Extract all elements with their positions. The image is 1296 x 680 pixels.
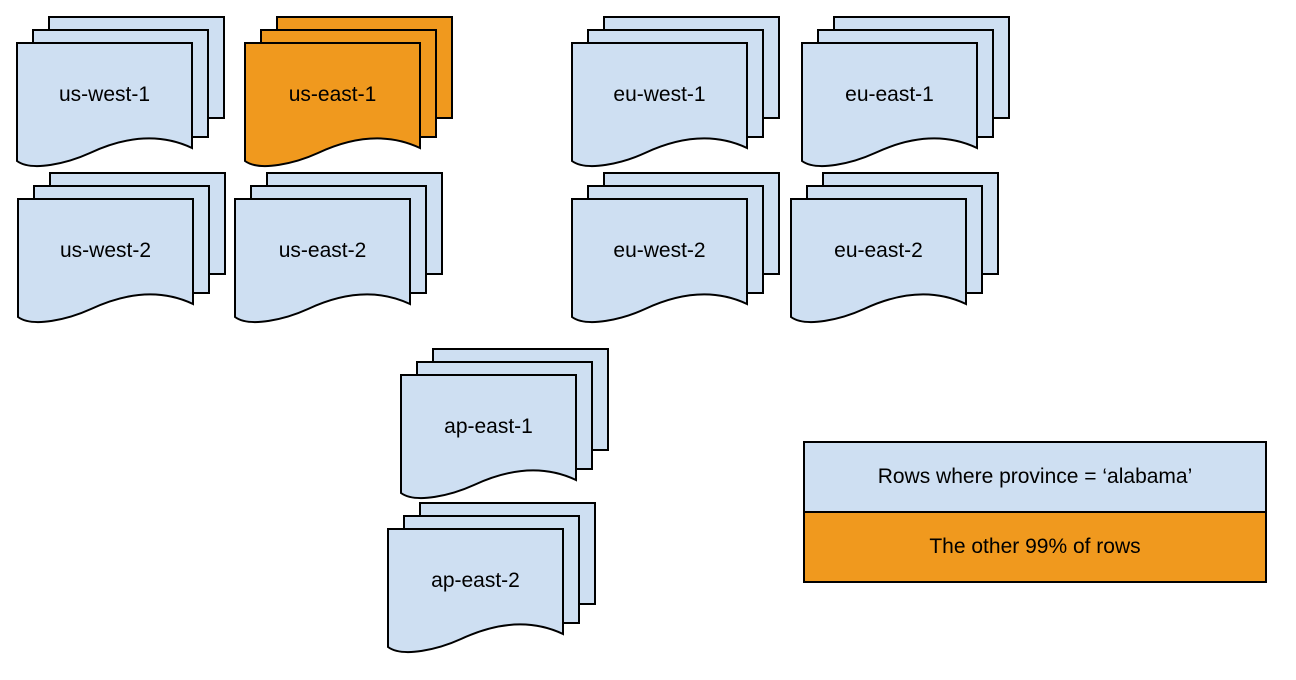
region-stack-ap-east-2: ap-east-2 [387,500,597,660]
document-stack-icon [244,16,453,168]
region-stack-ap-east-1: ap-east-1 [400,346,610,506]
document-stack-icon [400,348,609,500]
document-stack-icon [387,502,596,654]
document-stack-icon [17,172,226,324]
legend-item-label: The other 99% of rows [929,535,1141,558]
document-stack-icon [234,172,443,324]
region-stack-eu-east-2: eu-east-2 [790,170,1000,330]
document-stack-icon [790,172,999,324]
legend: Rows where province = ‘alabama’ The othe… [803,441,1267,583]
region-stack-us-east-1: us-east-1 [244,14,454,174]
legend-item-label: Rows where province = ‘alabama’ [877,465,1193,488]
document-stack-icon [16,16,225,168]
document-stack-icon [801,16,1010,168]
legend-item-other-rows: The other 99% of rows [805,511,1265,581]
document-stack-icon [571,16,780,168]
legend-item-province-rows: Rows where province = ‘alabama’ [805,443,1265,511]
region-stack-us-east-2: us-east-2 [234,170,444,330]
region-stack-eu-west-1: eu-west-1 [571,14,781,174]
document-stack-icon [571,172,780,324]
region-stack-us-west-1: us-west-1 [16,14,226,174]
region-stack-us-west-2: us-west-2 [17,170,227,330]
region-stack-eu-east-1: eu-east-1 [801,14,1011,174]
region-stack-eu-west-2: eu-west-2 [571,170,781,330]
